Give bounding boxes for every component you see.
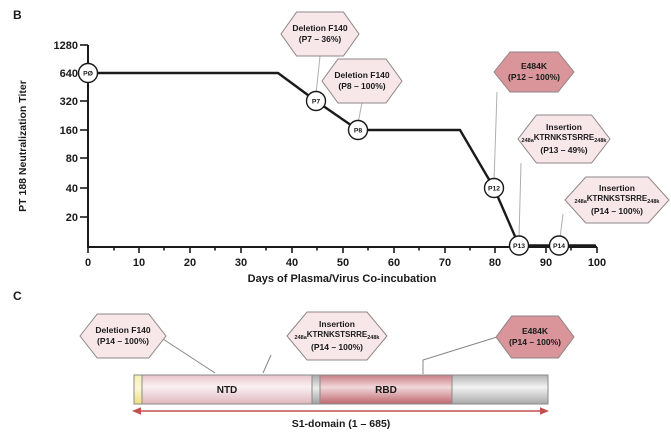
x-tick-30: 30 xyxy=(235,257,247,269)
callout-hex-e484k-p14 xyxy=(495,315,575,359)
y-tick-80: 80 xyxy=(66,153,78,165)
x-tick-0: 0 xyxy=(85,257,91,269)
callout-connectors xyxy=(315,55,564,239)
callout-hex-insertion-p14-panelc xyxy=(286,311,388,361)
marker-p12: P12 xyxy=(488,186,500,193)
x-tick-100: 100 xyxy=(588,257,606,269)
x-axis-ticks xyxy=(87,247,598,253)
ntd-label: NTD xyxy=(217,385,238,396)
passage-markers: PØ P7 P8 P12 P13 P14 xyxy=(77,62,570,256)
y-axis-title: PT 188 Neutralization Titer xyxy=(17,80,29,212)
x-axis-title: Days of Plasma/Virus Co-incubation xyxy=(248,273,437,285)
s1-domain-arrow xyxy=(132,407,549,415)
callout-hex-insertion-p13 xyxy=(517,114,611,164)
x-tick-80: 80 xyxy=(489,257,501,269)
x-tick-90: 90 xyxy=(540,257,552,269)
y-tick-1280: 1280 xyxy=(54,40,78,52)
x-tick-10: 10 xyxy=(133,257,145,269)
callout-hex-deletion-f140-p14 xyxy=(79,313,167,359)
callout-hex-deletion-f140-p7 xyxy=(280,11,360,57)
panel-c-label: C xyxy=(13,289,22,303)
titer-data-line xyxy=(86,71,597,247)
panel-c-leader-lines xyxy=(162,336,498,374)
marker-p14: P14 xyxy=(553,243,565,250)
panel-b-label: B xyxy=(13,8,22,22)
y-axis-tick-labels: 1280 640 320 160 80 40 20 xyxy=(54,40,78,224)
y-tick-160: 160 xyxy=(60,125,78,137)
callout-hex-insertion-p14 xyxy=(564,176,670,224)
x-tick-20: 20 xyxy=(184,257,196,269)
protein-bar-linker xyxy=(311,374,321,405)
x-tick-50: 50 xyxy=(337,257,349,269)
y-tick-320: 320 xyxy=(60,96,78,108)
protein-bar-signal-peptide xyxy=(133,374,143,405)
y-tick-40: 40 xyxy=(66,183,78,195)
s1-domain-label: S1-domain (1 – 685) xyxy=(292,418,391,430)
marker-p0: PØ xyxy=(83,71,93,78)
x-axis-tick-labels: 0 10 20 30 40 50 60 70 80 90 100 xyxy=(85,257,606,269)
callout-hexagons xyxy=(79,11,670,361)
callout-hex-e484k-p12 xyxy=(493,51,575,93)
protein-bar-cterm xyxy=(451,374,549,405)
x-tick-40: 40 xyxy=(286,257,298,269)
x-tick-70: 70 xyxy=(439,257,451,269)
rbd-label: RBD xyxy=(375,385,397,396)
protein-bar-ntd xyxy=(141,374,313,405)
protein-bar xyxy=(133,374,549,405)
y-tick-640: 640 xyxy=(60,68,78,80)
x-tick-60: 60 xyxy=(388,257,400,269)
y-tick-20: 20 xyxy=(66,212,78,224)
marker-p13: P13 xyxy=(513,243,525,250)
marker-p7: P7 xyxy=(312,99,321,106)
marker-p8: P8 xyxy=(354,128,363,135)
callout-hex-deletion-f140-p8 xyxy=(321,58,403,104)
